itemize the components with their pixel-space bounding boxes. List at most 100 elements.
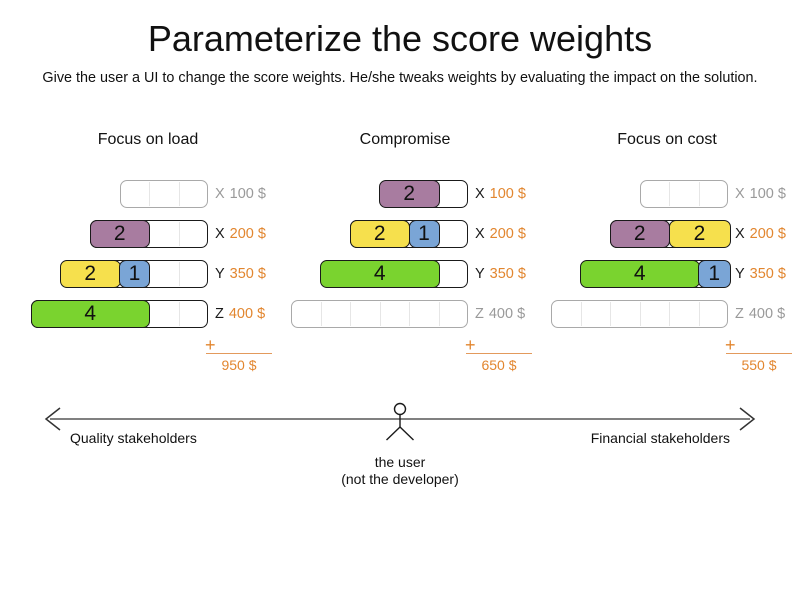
row-label-letter: X <box>735 226 745 242</box>
row-label-amount: 200 $ <box>229 226 266 242</box>
sum-plus-sign: + <box>205 335 216 355</box>
row-label-letter: Z <box>735 306 744 322</box>
cell-divider-line <box>178 222 180 246</box>
cell-divider-line <box>610 302 611 326</box>
cell-divider-line <box>178 302 180 326</box>
weight-block: 2 <box>349 219 410 248</box>
cell-divider-line <box>698 302 700 326</box>
quality-stakeholders-label: Quality stakeholders <box>70 430 197 446</box>
cell-divider-line <box>698 182 700 206</box>
row-label-letter: X <box>215 186 225 202</box>
weight-block: 2 <box>379 179 440 208</box>
row-label-amount: 350 $ <box>229 266 266 282</box>
row-label-amount: 400 $ <box>748 306 786 322</box>
weight-block: 1 <box>698 259 731 288</box>
cell-divider-line <box>178 182 180 206</box>
weight-row-box: 2 <box>89 219 208 248</box>
weight-block-value: 2 <box>84 262 97 285</box>
user-label-line1: the user <box>374 454 426 470</box>
weight-block: 2 <box>668 219 731 248</box>
cell-divider-line <box>438 302 440 326</box>
stakeholder-axis <box>44 402 756 441</box>
weight-block: 4 <box>30 299 150 328</box>
row-label-letter: Z <box>215 306 224 322</box>
row-label-amount: 350 $ <box>749 266 786 282</box>
weight-block: 4 <box>580 259 700 288</box>
weight-block: 1 <box>119 259 150 288</box>
weight-block-value: 4 <box>633 262 646 285</box>
weight-block-value: 2 <box>693 222 706 245</box>
sum-line <box>466 353 532 354</box>
row-label-letter: Z <box>475 306 484 322</box>
cell-divider-line <box>149 182 150 206</box>
page-title: Parameterize the score weights <box>147 18 653 59</box>
row-label-amount: 200 $ <box>489 226 526 242</box>
user-label-line2: (not the developer) <box>341 471 459 487</box>
arrowhead-right-icon <box>739 407 756 431</box>
row-label-amount: 400 $ <box>488 306 526 322</box>
cell-divider-line <box>350 302 351 326</box>
row-label-amount: 200 $ <box>749 226 786 242</box>
weight-row-box <box>551 300 728 328</box>
diagram-title: Focus on load <box>97 131 199 148</box>
row-label-letter: X <box>735 186 745 202</box>
page-subtitle: Give the user a UI to change the score w… <box>42 70 758 86</box>
cell-divider-line <box>669 182 670 206</box>
cell-divider-line <box>580 302 582 326</box>
sum-total: 950 $ <box>221 357 257 373</box>
weight-block-value: 2 <box>113 222 126 245</box>
sum-total: 650 $ <box>481 357 517 373</box>
weight-block: 4 <box>320 259 440 288</box>
cell-divider-line <box>178 262 180 286</box>
row-label-amount: 100 $ <box>229 186 266 202</box>
weight-block-value: 2 <box>373 222 386 245</box>
cell-divider-line <box>409 302 410 326</box>
weight-row-box: 2 <box>379 179 468 208</box>
weight-block: 1 <box>408 219 440 248</box>
cell-divider-line <box>669 302 670 326</box>
row-label-letter: Y <box>215 266 225 282</box>
row-label-amount: 100 $ <box>489 186 526 202</box>
row-label-letter: X <box>475 226 485 242</box>
diagram-title: Focus on cost <box>617 131 717 148</box>
weight-block-value: 4 <box>84 302 97 325</box>
weight-block-value: 4 <box>373 262 386 285</box>
weight-row-box <box>291 300 468 328</box>
row-label-amount: 350 $ <box>489 266 526 282</box>
cell-divider-line <box>320 302 322 326</box>
weight-block-value: 2 <box>633 222 646 245</box>
row-label-amount: 400 $ <box>228 306 266 322</box>
weight-row-box: 4 <box>320 259 468 288</box>
sum-plus-sign: + <box>465 335 476 355</box>
weight-block-value: 1 <box>708 262 721 285</box>
row-label-letter: Y <box>735 266 745 282</box>
cell-divider-line <box>379 302 381 326</box>
cell-divider-line <box>639 302 641 326</box>
weight-block-value: 1 <box>128 262 141 285</box>
row-label-letter: X <box>475 186 485 202</box>
sum-line <box>206 353 272 354</box>
sum-plus-sign: + <box>725 335 736 355</box>
sum-line <box>726 353 792 354</box>
weight-row-box <box>639 180 728 208</box>
row-label-amount: 100 $ <box>749 186 786 202</box>
weight-row-box: 4 <box>30 299 208 328</box>
row-label-letter: X <box>215 226 225 242</box>
diagram-title: Compromise <box>359 131 451 148</box>
